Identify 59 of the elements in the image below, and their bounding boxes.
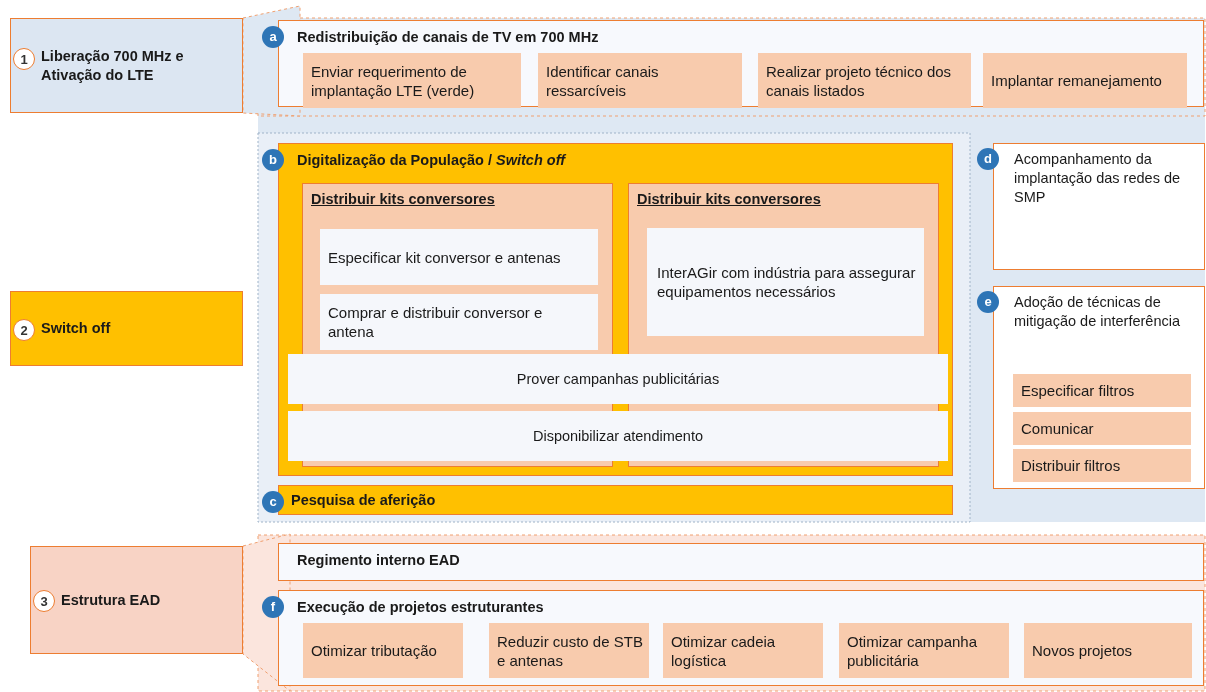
label: Otimizar tributação — [311, 641, 438, 660]
group-box — [278, 543, 1204, 581]
label: Otimizar cadeia logística — [671, 631, 777, 670]
label: Especificar filtros — [1021, 381, 1136, 400]
task-box — [303, 53, 521, 108]
task-box — [839, 623, 1009, 678]
label: Comprar e distribuir conversor e antena — [328, 303, 544, 341]
heading: Digitalização da População / Switch off — [297, 151, 568, 170]
label: Prover campanhas publicitárias — [516, 369, 720, 389]
task-box — [758, 53, 971, 108]
task-box — [663, 623, 823, 678]
label: Identificar canais ressarcíveis — [546, 61, 660, 100]
heading: Distribuir kits conversores — [637, 190, 822, 209]
label: InterAGir com indústria para assegurar equipamentos necessários — [657, 263, 916, 301]
heading: Estrutura EAD — [61, 590, 161, 610]
label: Reduzir custo de STB e antenas — [497, 631, 643, 670]
task-box — [538, 53, 742, 108]
task-box — [983, 53, 1187, 108]
task-box — [1024, 623, 1192, 678]
step-box — [10, 18, 243, 113]
letter-badge: d — [977, 148, 999, 170]
letter-badge: b — [262, 149, 284, 171]
task-box — [1013, 412, 1191, 445]
label: Disponibilizar atendimento — [532, 426, 704, 446]
number-badge: 3 — [33, 590, 55, 612]
label: Especificar kit conversor e antenas — [328, 247, 562, 267]
label: Distribuir filtros — [1021, 456, 1122, 475]
label: Enviar requerimento de implantação LTE (verde) — [311, 61, 476, 100]
heading: Distribuir kits conversores — [311, 190, 496, 209]
activity-box — [320, 229, 598, 285]
heading: Switch off — [41, 319, 111, 338]
letter-badge: a — [262, 26, 284, 48]
label: Otimizar campanha publicitária — [847, 631, 979, 670]
letter-badge: f — [262, 596, 284, 618]
label: Novos projetos — [1032, 641, 1134, 660]
task-box — [1013, 449, 1191, 482]
label: Realizar projeto técnico dos canais listados — [766, 61, 953, 100]
letter-badge: e — [977, 291, 999, 313]
activity-band — [288, 354, 948, 404]
heading: Redistribuição de canais de TV em 700 MHz — [297, 28, 600, 47]
task-box — [303, 623, 463, 678]
letter-badge: c — [262, 491, 284, 513]
label: Adoção de técnicas de mitigação de interferência — [1014, 293, 1182, 331]
label: Acompanhamento da implantação das redes de SMP — [1014, 150, 1182, 207]
step-box — [10, 291, 243, 366]
activity-box — [647, 228, 924, 336]
label: Implantar remanejamento — [991, 71, 1163, 90]
step-box — [30, 546, 243, 654]
label: Comunicar — [1021, 419, 1095, 438]
heading: Regimento interno EAD — [297, 551, 461, 570]
number-badge: 2 — [13, 318, 35, 341]
activity-box — [320, 294, 598, 350]
heading: Liberação 700 MHz e Ativação do LTE — [41, 46, 185, 85]
heading: Execução de projetos estruturantes — [297, 598, 545, 617]
task-box — [1013, 374, 1191, 407]
number-badge: 1 — [13, 47, 35, 70]
heading: Pesquisa de aferição — [291, 490, 436, 510]
activity-band — [288, 411, 948, 461]
task-box — [489, 623, 649, 678]
